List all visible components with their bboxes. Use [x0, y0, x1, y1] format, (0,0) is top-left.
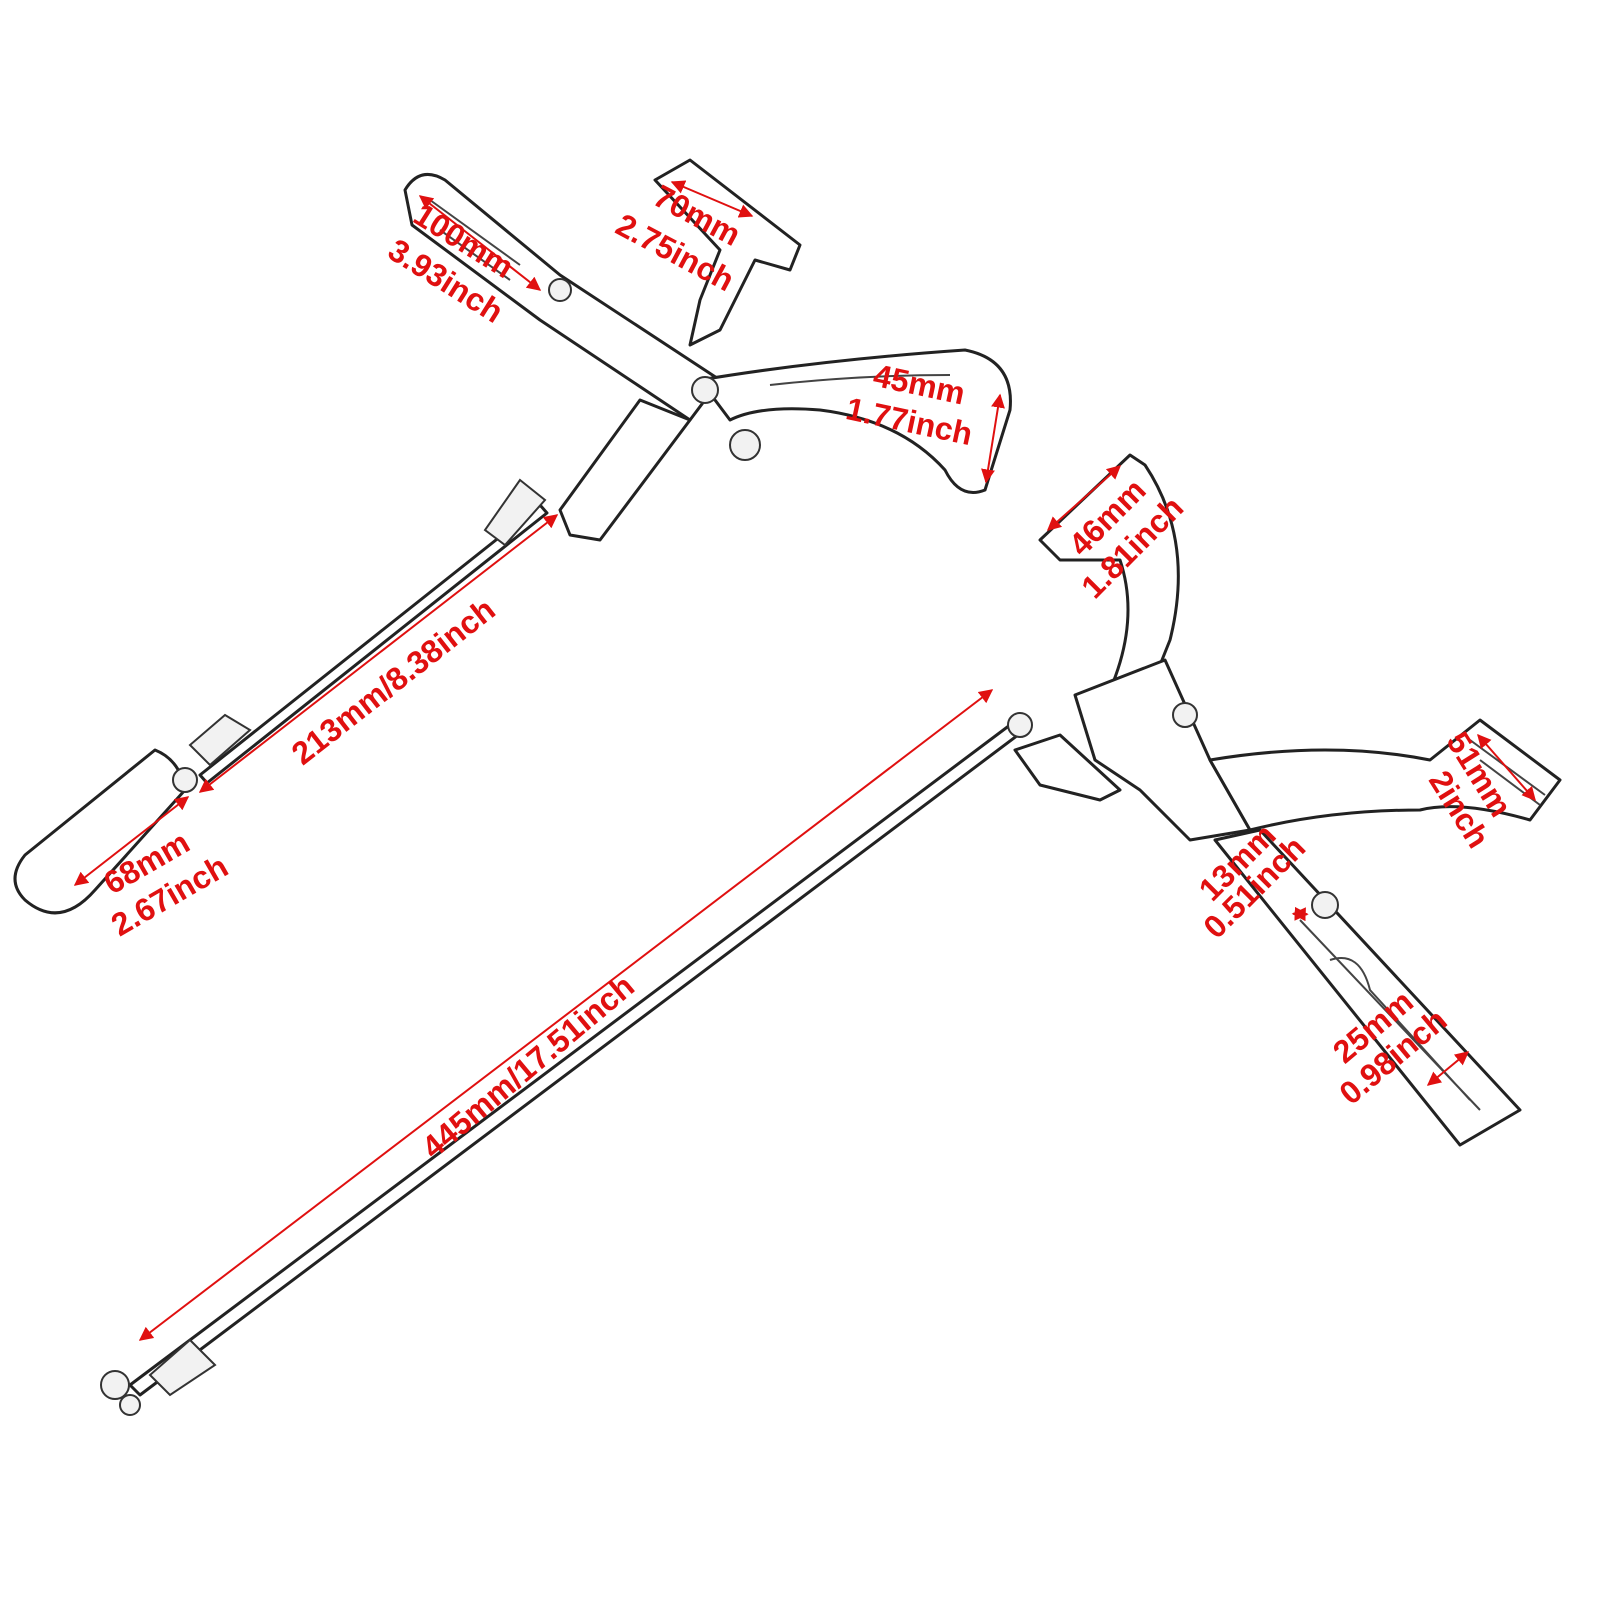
shifter-peg-arm [698, 348, 1012, 494]
long-rod [128, 723, 1020, 1397]
brake-pedal-arm [1208, 718, 1562, 832]
dim-line-13mm [1291, 906, 1309, 922]
rod-end-icon [100, 1370, 130, 1400]
shifter-down-arm [558, 398, 692, 542]
bolt-icon [548, 278, 572, 302]
brake-side-arm [1013, 733, 1122, 802]
dim-line-213mm [198, 514, 559, 793]
bolt-icon [1311, 891, 1339, 919]
bolt-icon [1172, 702, 1198, 728]
dim-line-100mm [418, 195, 542, 291]
bolt-icon [172, 767, 198, 793]
short-rod [198, 503, 549, 785]
dim-line-25mm [1426, 1051, 1470, 1086]
dim-line-51mm [1477, 733, 1536, 802]
dimension-lines [73, 180, 1536, 1341]
rod-end-icon [119, 1394, 141, 1416]
brake-pivot-body [1073, 658, 1252, 842]
dim-line-45mm [981, 393, 1005, 484]
bolt-icon [691, 376, 719, 404]
dim-line-70mm [670, 180, 754, 218]
bolt-icon [729, 429, 761, 461]
shifter-assembly [13, 158, 1012, 915]
brake-assembly [100, 453, 1562, 1416]
dimension-labels: 100mm 3.93inch 70mm 2.75inch 45mm 1.77in… [97, 178, 1519, 1166]
dim-line-445mm [138, 689, 994, 1341]
label-445mm: 445mm/17.51inch [415, 968, 641, 1166]
dim-line-46mm [1046, 465, 1122, 531]
rod-end-icon [1007, 712, 1033, 738]
